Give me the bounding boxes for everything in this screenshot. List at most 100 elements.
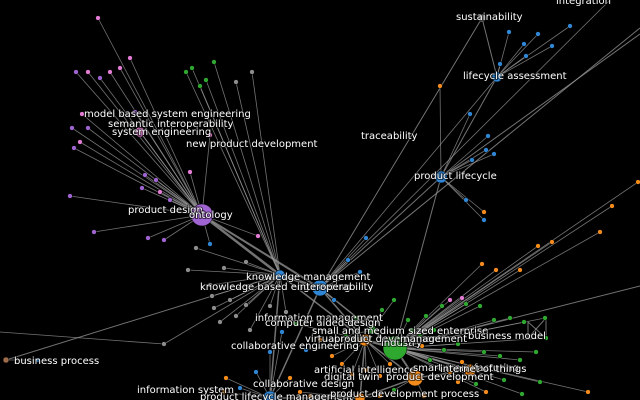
- node-133: [35, 357, 41, 363]
- node-hub-interop: [311, 279, 329, 297]
- edge-sat-7: [81, 113, 203, 216]
- node-127: [377, 393, 383, 399]
- node-30: [211, 305, 217, 311]
- node-hub-mgmt: [358, 333, 372, 347]
- node-26: [243, 259, 249, 265]
- edge-sat-56: [440, 153, 495, 178]
- node-40: [193, 245, 199, 251]
- node-83: [521, 319, 527, 325]
- node-39: [185, 267, 191, 273]
- node-43: [203, 77, 209, 83]
- node-38: [161, 341, 167, 347]
- node-hub-industry: [382, 335, 408, 361]
- edge-sat-67: [440, 176, 485, 213]
- edge-sat-103: [394, 347, 589, 393]
- edge-hub-15: [481, 17, 498, 78]
- node-27: [221, 265, 227, 271]
- node-hub-pdp: [354, 392, 366, 400]
- node-4: [97, 75, 103, 81]
- node-115: [379, 307, 385, 313]
- node-1: [127, 55, 133, 61]
- node-109: [339, 361, 345, 367]
- edge-sat-100: [394, 347, 505, 381]
- node-95: [419, 343, 425, 349]
- node-87: [517, 357, 523, 363]
- label-product-development-upper: product development: [334, 334, 442, 345]
- node-82: [507, 315, 513, 321]
- node-37: [247, 327, 253, 333]
- edge-sat-125: [299, 391, 361, 399]
- node-3: [107, 69, 113, 75]
- edge-hub-22: [359, 377, 416, 399]
- label-system-engineering: system engineering: [112, 127, 211, 138]
- edge-sat-41: [185, 71, 281, 276]
- node-54: [483, 147, 489, 153]
- edge-sat-57: [440, 113, 471, 178]
- edge-sat-10: [79, 141, 203, 216]
- node-60: [506, 29, 512, 35]
- node-34: [217, 319, 223, 325]
- node-28: [207, 282, 213, 288]
- node-41: [183, 69, 189, 75]
- label-model-based-system-engineering: model based system engineering: [84, 109, 251, 120]
- label-integration: integration: [556, 0, 611, 7]
- edge-hub-13: [319, 176, 442, 289]
- node-126: [307, 393, 313, 399]
- edge-sat-39: [187, 269, 281, 276]
- edge-sat-11: [73, 147, 203, 216]
- edge-sat-116: [371, 299, 395, 331]
- edge-hub-14: [440, 76, 498, 178]
- edge-sat-5: [87, 71, 203, 216]
- edge-sat-18: [93, 214, 203, 233]
- node-104: [519, 391, 525, 397]
- edge-sat-88: [394, 347, 501, 357]
- node-18: [91, 229, 97, 235]
- edge-sat-24: [201, 134, 211, 216]
- node-11: [71, 145, 77, 151]
- label-management: management: [400, 334, 467, 345]
- node-131: [459, 359, 465, 365]
- node-21: [207, 241, 213, 247]
- edge-sat-117: [295, 323, 366, 341]
- node-106: [377, 373, 383, 379]
- node-63: [549, 43, 555, 49]
- edge-sat-48: [319, 237, 367, 289]
- node-hub-lca: [491, 71, 503, 83]
- edge-sat-84: [394, 317, 546, 349]
- node-17: [67, 193, 73, 199]
- node-20: [161, 237, 167, 243]
- node-hub-sysEng: [134, 126, 146, 138]
- node-78: [447, 297, 453, 303]
- node-89: [481, 349, 487, 355]
- label-collaborative-engineering: collaborative engineering: [231, 341, 359, 352]
- node-132: [455, 379, 461, 385]
- edge-sat-71: [394, 205, 613, 349]
- edge-sat-126: [309, 395, 361, 399]
- label-virtual-reality: virtual reality: [305, 334, 372, 345]
- node-31: [227, 297, 233, 303]
- node-45: [197, 83, 203, 89]
- node-hub-ontology: [190, 203, 214, 227]
- label-smart-manufacturing: smart manufacturing: [413, 363, 519, 374]
- edge-sat-66: [496, 25, 571, 78]
- node-100: [501, 377, 507, 383]
- edge-sat-29: [211, 274, 281, 297]
- node-hub-prodLife: [434, 170, 448, 184]
- edge-sat-112: [305, 339, 366, 351]
- node-88: [497, 353, 503, 359]
- label-knowledge-management: knowledge management: [246, 272, 370, 283]
- node-14: [139, 185, 145, 191]
- node-19: [145, 235, 151, 241]
- node-16: [167, 197, 173, 203]
- edge-sat-47: [251, 71, 281, 276]
- label-computer-aided-design: computer aided design: [265, 318, 381, 329]
- node-35: [267, 303, 273, 309]
- edge-sat-38: [163, 274, 281, 345]
- node-119: [267, 349, 273, 355]
- node-23: [132, 109, 138, 115]
- nodes-layer: [2, 13, 640, 400]
- edge-sat-4: [99, 77, 203, 216]
- edge-long-5: [0, 331, 165, 345]
- node-hub-plm: [262, 390, 278, 400]
- label-product-design: product design: [128, 205, 203, 216]
